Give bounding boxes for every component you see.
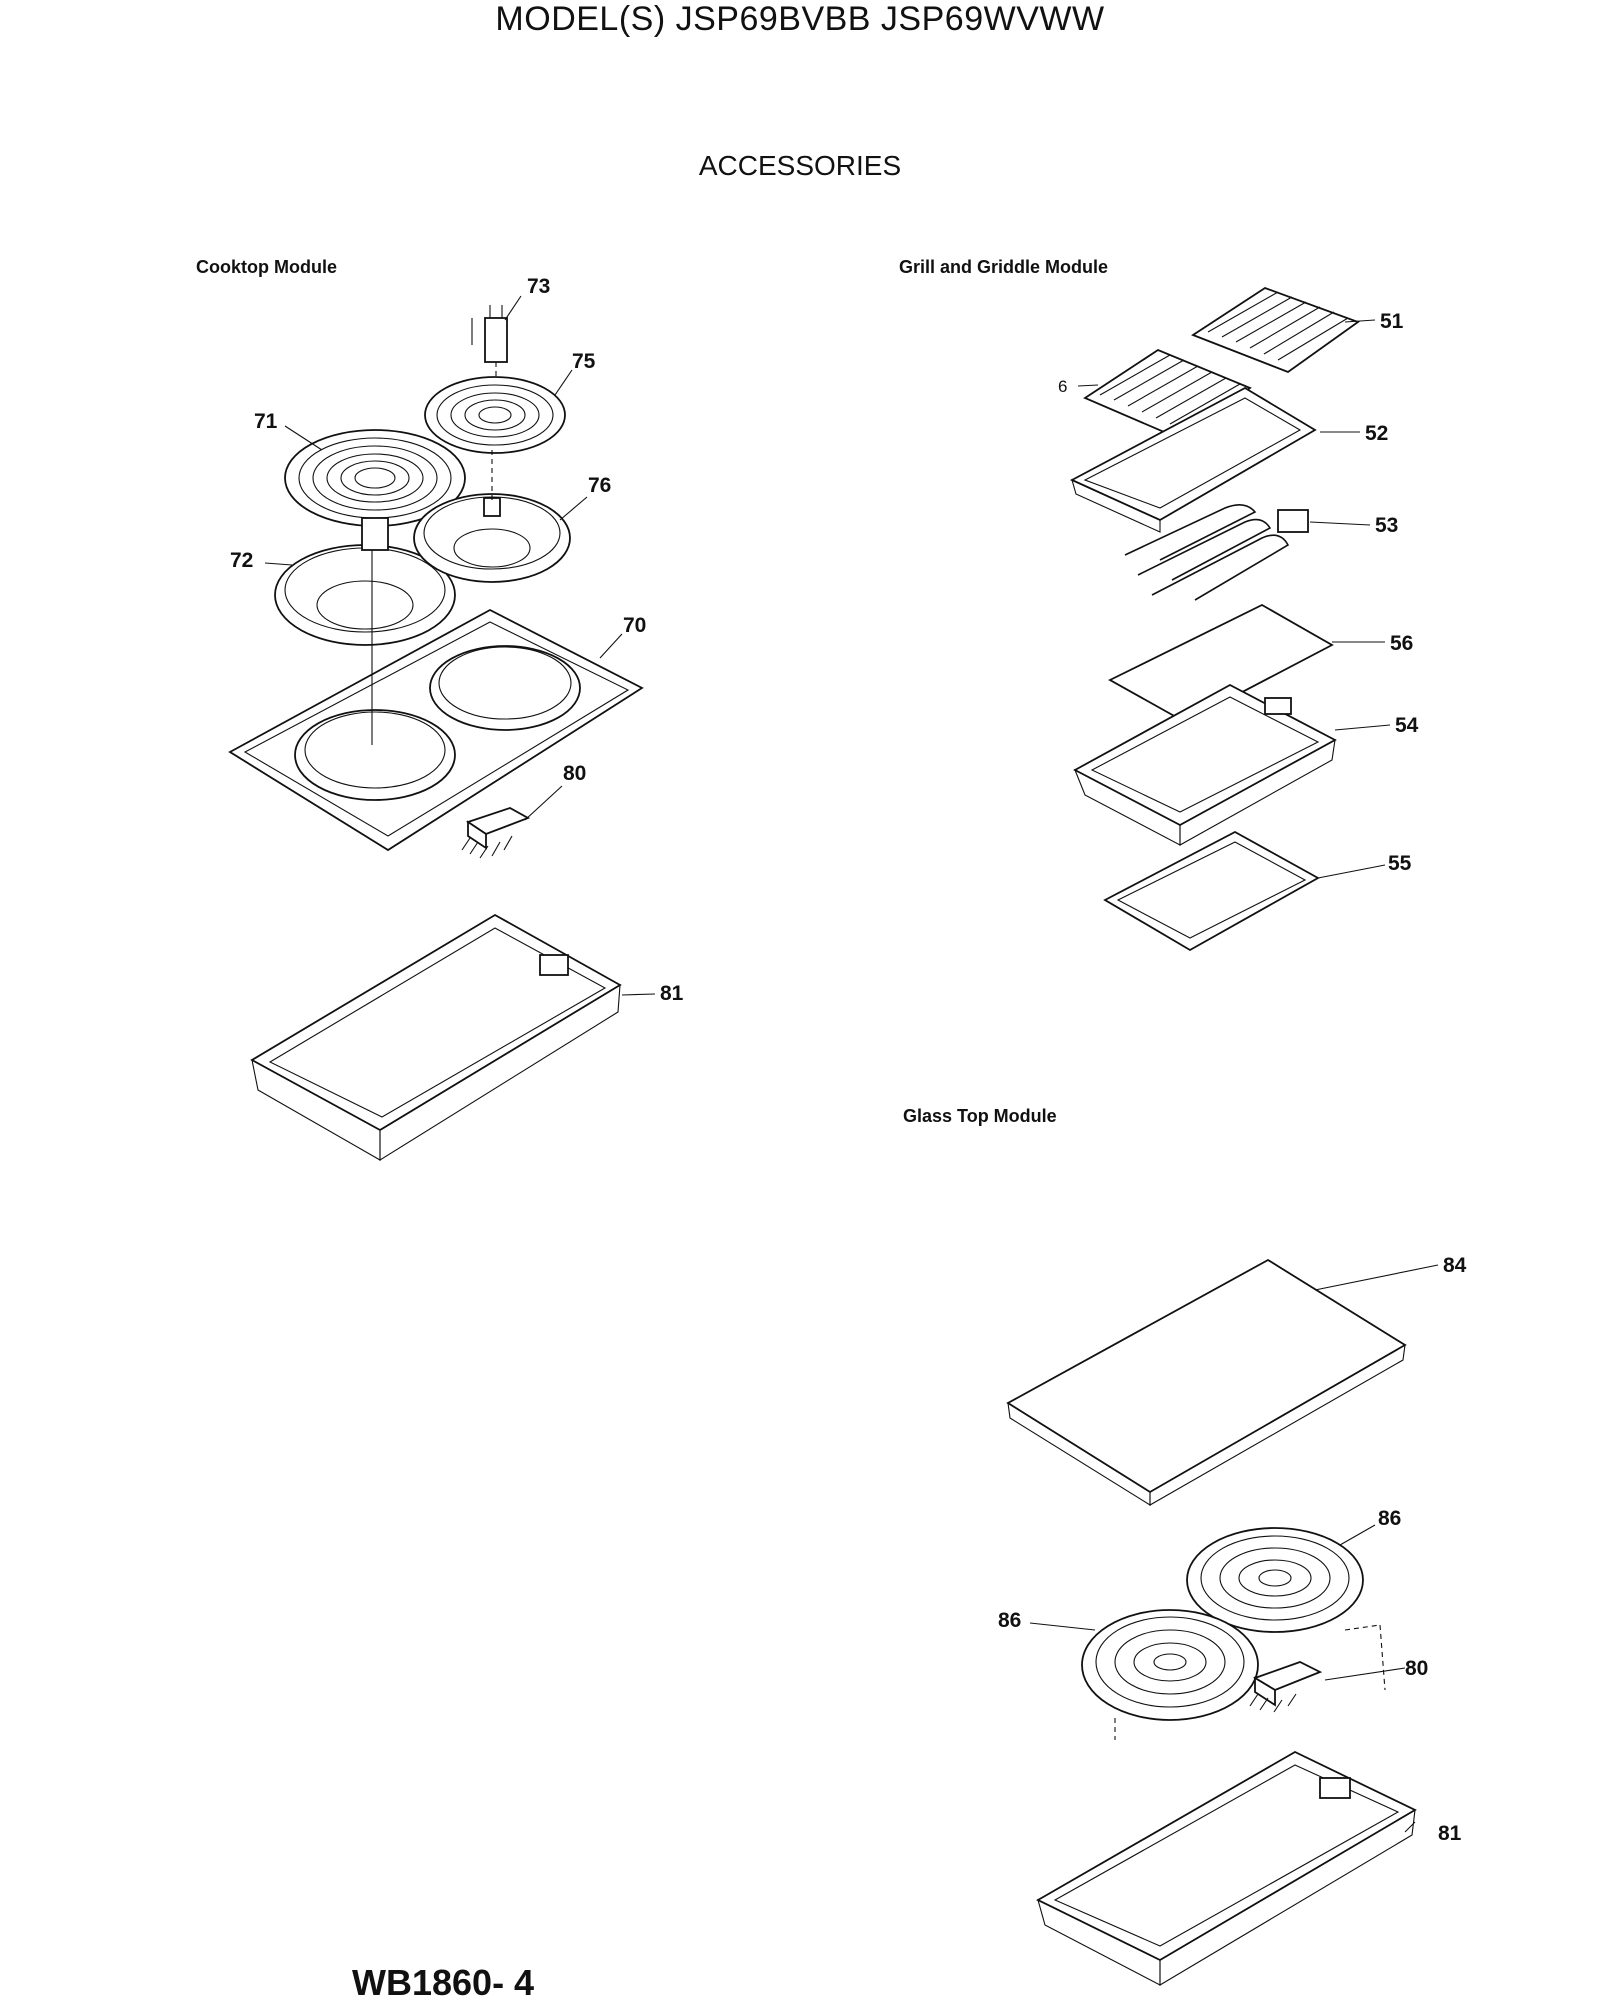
leader-81a	[621, 993, 656, 996]
part-label-80-cooktop: 80	[563, 762, 586, 785]
part-label-80-glass: 80	[1405, 1657, 1428, 1680]
coil-element-71	[284, 429, 466, 551]
reflector-56	[1108, 603, 1334, 724]
terminal-block-80-glass	[1249, 1661, 1323, 1713]
part-label-84: 84	[1443, 1254, 1467, 1277]
section-title: ACCESSORIES	[698, 150, 902, 181]
grill-module-label: Grill and Griddle Module	[899, 257, 1109, 277]
cooktop-plate-70	[228, 608, 644, 852]
leader-53	[1309, 521, 1371, 526]
document-id: WB1860- 4	[352, 1962, 535, 2003]
part-label-75: 75	[572, 350, 596, 373]
leader-76	[559, 496, 588, 521]
leader-55	[1317, 864, 1386, 879]
radiant-element-86-b	[1081, 1609, 1259, 1721]
glass-module-label: Glass Top Module	[903, 1106, 1057, 1126]
part-label-54: 54	[1395, 714, 1419, 737]
leader-54	[1334, 724, 1391, 731]
coil-element-75	[424, 376, 566, 454]
leader-73	[504, 295, 522, 321]
griddle-frame-52	[1069, 386, 1317, 533]
part-label-72: 72	[230, 549, 253, 572]
terminal-block-80	[461, 807, 531, 859]
leader-75	[554, 369, 573, 396]
part-label-70: 70	[623, 614, 646, 637]
leader-72	[264, 562, 293, 566]
leader-70	[599, 633, 623, 659]
part-label-86-bottom: 86	[998, 1609, 1021, 1632]
part-label-81-glass: 81	[1438, 1822, 1462, 1845]
grill-element-53	[1124, 504, 1309, 601]
model-title: MODEL(S) JSP69BVBB JSP69WVWW	[495, 0, 1105, 38]
grill-pan-54	[1073, 683, 1337, 846]
leader-80b	[1324, 1667, 1406, 1681]
part-label-6: 6	[1058, 377, 1067, 396]
drip-pan-72	[274, 544, 456, 646]
part-label-53: 53	[1375, 514, 1398, 537]
part-label-51: 51	[1380, 310, 1404, 333]
radiant-element-86-a	[1186, 1527, 1364, 1633]
part-label-73: 73	[527, 275, 550, 298]
drip-tray-55	[1103, 830, 1320, 952]
part-label-71: 71	[254, 410, 278, 433]
dash-connector	[1344, 1624, 1381, 1631]
leader-51	[1344, 319, 1376, 323]
part-label-52: 52	[1365, 422, 1388, 445]
module-pan-81	[250, 913, 622, 1161]
glass-top-84	[1006, 1258, 1407, 1506]
part-label-81-cooktop: 81	[660, 982, 684, 1005]
leader-86b	[1029, 1622, 1096, 1631]
part-label-55: 55	[1388, 852, 1412, 875]
grill-grate-51	[1191, 286, 1360, 374]
leader-6	[1077, 384, 1099, 387]
leader-80a	[524, 785, 563, 821]
part-label-86-top: 86	[1378, 1507, 1401, 1530]
leader-81b	[1404, 1821, 1416, 1833]
drip-pan-76	[413, 493, 571, 583]
leader-86a	[1339, 1524, 1376, 1546]
part-label-56: 56	[1390, 632, 1413, 655]
cooktop-module-label: Cooktop Module	[196, 257, 337, 277]
module-pan-81-glass	[1036, 1750, 1417, 1986]
leader-71	[284, 425, 323, 451]
leader-84	[1314, 1264, 1439, 1291]
part-label-76: 76	[588, 474, 611, 497]
receptacle-73	[471, 305, 508, 380]
dash-connector-2	[1379, 1624, 1386, 1691]
